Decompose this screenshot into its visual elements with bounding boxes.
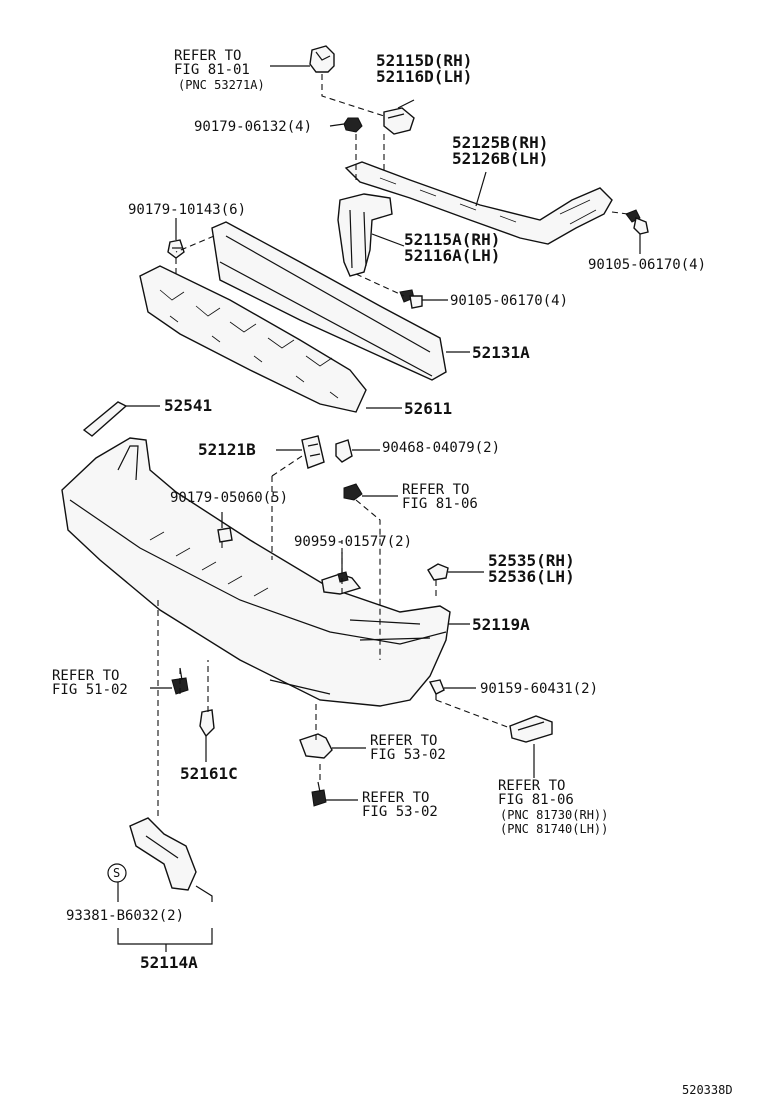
bolt-90159-60431: [428, 679, 445, 700]
label-52119a: 52119A: [472, 615, 530, 634]
part-52541-strip: [82, 401, 128, 437]
label-refer-51-02-line1: REFER TO: [52, 668, 119, 684]
clip-part-81-01: [309, 45, 335, 73]
label-refer-81-06-b-line1: REFER TO: [498, 778, 565, 794]
part-52115a-bracket: [337, 193, 393, 277]
part-52119a-bumper-cover: [61, 437, 451, 707]
s-marker-circle: [107, 863, 127, 883]
label-52116d: 52116D(LH): [376, 67, 472, 86]
part-52114a-bracket: [129, 817, 197, 891]
label-refer-53-02-a-line2: FIG 53-02: [370, 747, 446, 763]
leader-lines: [117, 65, 641, 952]
label-pnc-81730: (PNC 81730(RH)): [500, 808, 608, 822]
label-refer-81-01-line1: REFER TO: [174, 48, 241, 64]
part-52125b-reinforcement: [344, 161, 613, 245]
label-90959-01577: 90959-01577(2): [294, 534, 412, 550]
label-refer-81-06-line1: REFER TO: [402, 482, 469, 498]
label-90179-06132: 90179-06132(4): [194, 119, 312, 135]
label-refer-81-06-line2: FIG 81-06: [402, 496, 478, 512]
label-s-marker: S: [113, 866, 120, 880]
screw-90105-06170-right: [625, 209, 649, 235]
label-refer-81-01-line2: FIG 81-01: [174, 62, 250, 78]
part-52611-absorber: [139, 265, 367, 413]
label-90105-06170-right: 90105-06170(4): [588, 257, 706, 273]
part-52535-clip: [427, 563, 449, 581]
label-90468-04079: 90468-04079(2): [382, 440, 500, 456]
label-52121b: 52121B: [198, 440, 256, 459]
label-90159-60431: 90159-60431(2): [480, 681, 598, 697]
screw-90105-06170-mid: [399, 289, 423, 309]
label-52126b: 52126B(LH): [452, 149, 548, 168]
label-52114a: 52114A: [140, 953, 198, 972]
clip-90179-10143: [167, 239, 185, 259]
label-90179-10143: 90179-10143(6): [128, 202, 246, 218]
label-refer-51-02-line2: FIG 51-02: [52, 682, 128, 698]
bracket-refer-53-02: [299, 733, 333, 759]
label-52125b: 52125B(RH): [452, 133, 548, 152]
nut-90179-06132: [343, 117, 363, 133]
label-52611: 52611: [404, 399, 452, 418]
label-pnc-81740: (PNC 81740(LH)): [500, 822, 608, 836]
label-90105-06170-mid: 90105-06170(4): [450, 293, 568, 309]
nut-refer-81-06: [343, 483, 363, 501]
part-52121b-bracket: [301, 435, 325, 469]
part-52131a-beam: [211, 221, 447, 381]
clip-90179-05060: [217, 527, 233, 543]
label-52116a: 52116A(LH): [404, 246, 500, 265]
side-marker-lamp: [509, 715, 553, 743]
clip-90959-01577: [321, 571, 362, 595]
label-refer-53-02-a-line1: REFER TO: [370, 733, 437, 749]
label-93381-b6032: 93381-B6032(2): [66, 908, 184, 924]
label-refer-53-02-b-line1: REFER TO: [362, 790, 429, 806]
part-52115d-bracket: [383, 107, 415, 135]
label-refer-81-01-line3: (PNC 53271A): [178, 78, 265, 92]
clip-90468-04079: [335, 439, 353, 463]
label-52535: 52535(RH): [488, 551, 575, 570]
label-52161c: 52161C: [180, 764, 238, 783]
screw-refer-53-02: [311, 781, 327, 807]
diagram-code: 520338D: [682, 1083, 733, 1097]
label-52131a: 52131A: [472, 343, 530, 362]
label-52115d: 52115D(RH): [376, 51, 472, 70]
label-52541: 52541: [164, 396, 212, 415]
label-52536: 52536(LH): [488, 567, 575, 586]
label-refer-53-02-b-line2: FIG 53-02: [362, 804, 438, 820]
label-52115a: 52115A(RH): [404, 230, 500, 249]
assembly-dash-lines: [157, 74, 629, 820]
label-90179-05060: 90179-05060(5): [170, 490, 288, 506]
label-refer-81-06-b-line2: FIG 81-06: [498, 792, 574, 808]
clip-52161c: [199, 709, 215, 738]
text-labels: REFER TO FIG 81-01 (PNC 53271A) 52115D(R…: [52, 48, 733, 1097]
screw-refer-51-02: [171, 667, 189, 695]
